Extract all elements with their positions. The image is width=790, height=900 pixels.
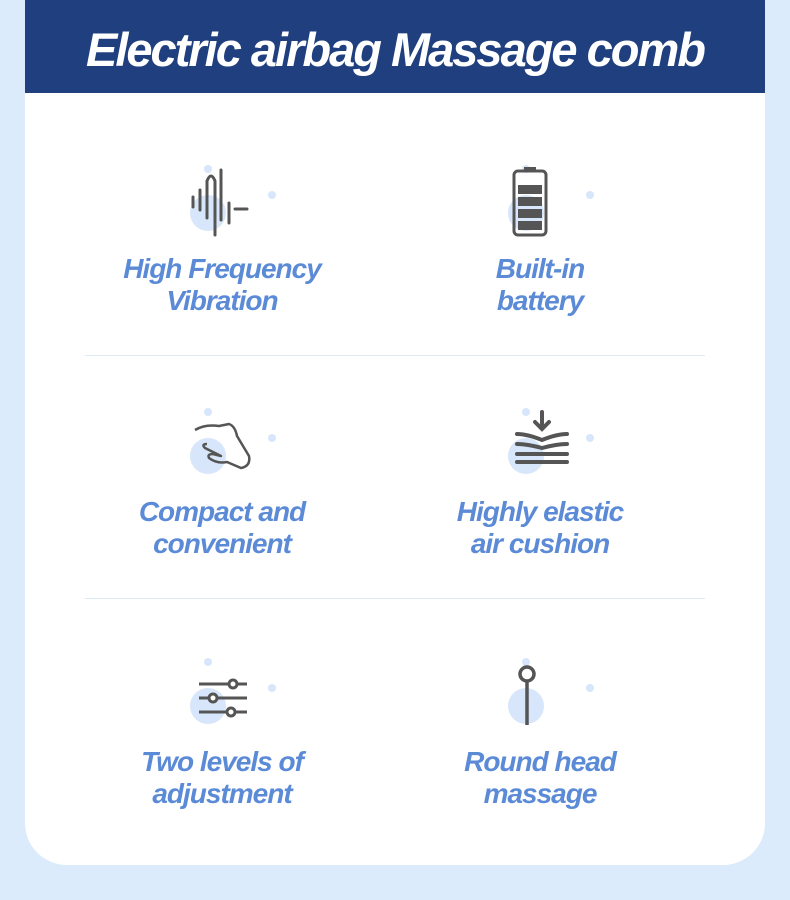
feature-title: Built-in <box>495 253 585 284</box>
feature-title: High Frequency <box>123 253 322 284</box>
feature-title: Highly elastic <box>456 496 625 527</box>
divider <box>85 598 705 599</box>
round-head-pin-icon <box>518 665 536 725</box>
feature-title: Compact and <box>138 496 306 527</box>
feature-title: air cushion <box>470 528 610 559</box>
feature-title: Vibration <box>166 285 278 316</box>
hand-pinch-icon <box>194 422 251 470</box>
sound-wave-icon <box>191 168 249 237</box>
page-title: Electric airbag Massage comb <box>86 23 706 76</box>
feature-title: convenient <box>153 528 292 559</box>
header-banner: Electric airbag Massage comb <box>25 0 765 93</box>
feature-title: battery <box>496 285 584 316</box>
sliders-icon <box>199 678 247 718</box>
feature-title: Round head <box>464 746 617 777</box>
divider <box>85 355 705 356</box>
battery-icon <box>512 167 548 237</box>
feature-title: adjustment <box>152 778 292 809</box>
feature-title: massage <box>483 778 598 809</box>
feature-card: Electric airbag Massage comb High Freque… <box>25 0 765 865</box>
feature-title: Two levels of <box>141 746 304 777</box>
cushion-press-icon <box>515 410 569 464</box>
